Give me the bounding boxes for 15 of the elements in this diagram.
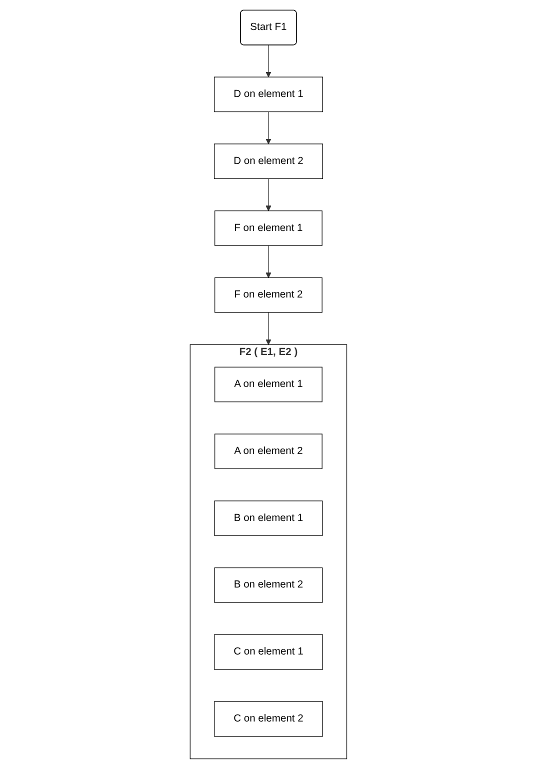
arrow — [266, 312, 272, 345]
node-box: D on element 1 — [214, 76, 323, 112]
node-box: F on element 1 — [214, 210, 322, 246]
node-box: A on element 2 — [214, 434, 322, 470]
node-box: F on element 2 — [214, 277, 322, 313]
arrow — [266, 245, 272, 278]
node-box: C on element 1 — [214, 634, 323, 670]
node-box: C on element 2 — [214, 701, 323, 737]
arrow — [266, 44, 272, 78]
arrow — [266, 178, 272, 212]
node-box: A on element 1 — [214, 366, 322, 402]
node-box: D on element 2 — [214, 144, 323, 179]
node-box: B on element 2 — [214, 567, 323, 603]
arrow — [266, 111, 272, 144]
node-box: B on element 1 — [214, 500, 323, 536]
